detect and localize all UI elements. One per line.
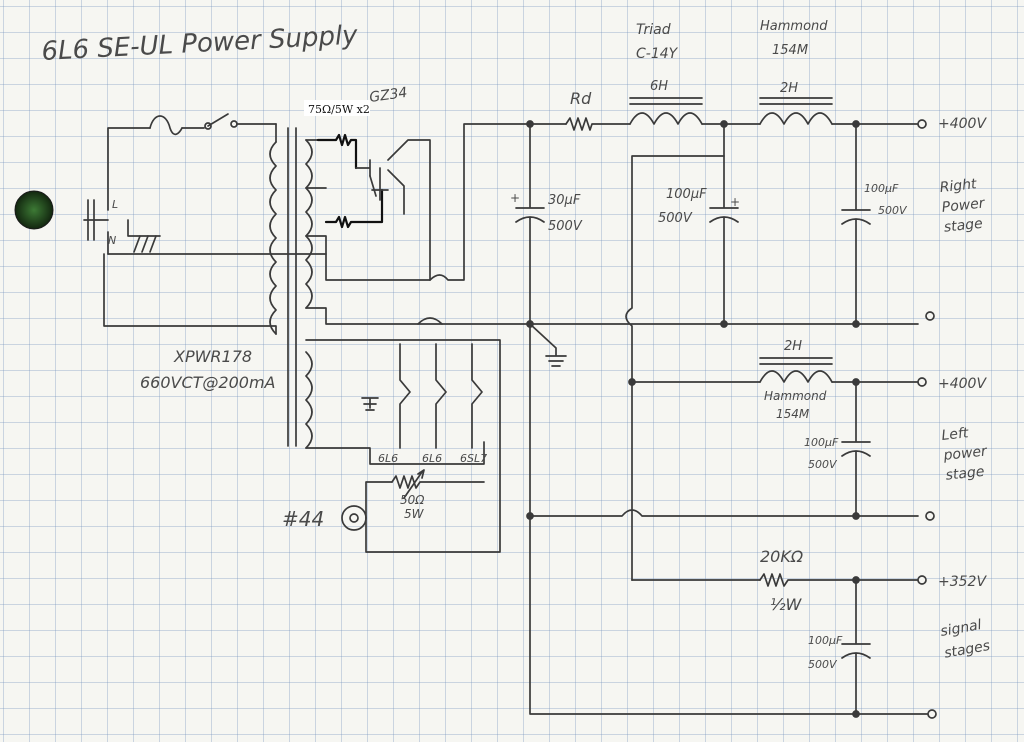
output-left-line: Left	[941, 425, 970, 444]
cap-c2-line: 500V	[658, 211, 693, 226]
pilot-lamp-44	[341, 505, 367, 531]
punch-hole	[14, 190, 54, 230]
output-right-label: Right Power stage	[939, 175, 992, 236]
cap-c4-label: 100µF 500V	[804, 436, 842, 471]
cap-c3-line: 100µF	[864, 182, 899, 195]
output-signal-label: signal stages	[939, 616, 991, 661]
cap-c5-line: 100µF	[808, 634, 843, 647]
left-ground-wire	[529, 323, 919, 517]
cap-c1-line: 500V	[548, 219, 583, 234]
transformer-rating: 660VCT@200mA	[140, 373, 276, 392]
rectifier-output-wire	[429, 123, 531, 281]
output-signal-voltage: +352V	[938, 574, 987, 590]
rd-label: Rd	[570, 89, 592, 108]
output-left-voltage: +400V	[938, 376, 987, 392]
output-right-line: stage	[943, 216, 983, 236]
output-left-line: stage	[945, 464, 985, 484]
choke-6h	[629, 97, 761, 125]
choke2-value: 2H	[780, 81, 798, 96]
resistor-20k-value: 20KΩ	[760, 547, 804, 566]
heater-wires	[399, 343, 483, 449]
cap-c3-line: 500V	[878, 204, 908, 217]
transformer-core	[287, 127, 297, 447]
signal-ground-wire	[529, 515, 929, 715]
lamp-label: #44	[282, 507, 324, 531]
choke1-model: C-14Y	[636, 46, 679, 62]
capacitor-c1	[515, 123, 545, 325]
choke3-maker: Hammond	[764, 389, 827, 403]
cap-c1-label: 30µF 500V	[548, 193, 584, 234]
plug-line-label: L	[112, 198, 118, 211]
capacitor-c5	[841, 579, 871, 715]
resistor-20k-watt: ½W	[770, 595, 803, 614]
choke3-value: 2H	[784, 339, 802, 354]
pot-label-line: 5W	[404, 507, 425, 521]
rectifier-tube-gz34	[355, 139, 431, 281]
output-right-voltage: +400V	[938, 116, 987, 132]
cap-c5-label: 100µF 500V	[808, 634, 846, 671]
page-title: 6L6 SE-UL Power Supply	[41, 20, 359, 67]
resistor-75-ohm-label: 75Ω/5W x2	[308, 103, 370, 116]
capacitor-c2	[709, 123, 739, 325]
capacitor-c3	[841, 123, 871, 325]
power-switch	[204, 113, 277, 130]
potentiometer-50-ohm	[391, 469, 485, 499]
choke-2h-left	[759, 357, 919, 383]
cap-c1-line: 30µF	[548, 193, 581, 208]
choke1-maker: Triad	[636, 22, 671, 38]
filament-tap-3: 6SL7	[460, 452, 487, 465]
resistor-75-ohm-lower	[324, 188, 384, 229]
rectifier-tube-label: GZ34	[368, 85, 408, 106]
choke-2h-right	[759, 97, 919, 125]
resistor-rd	[565, 117, 631, 131]
output-right-line: Power	[941, 195, 987, 216]
resistor-75-ohm-upper	[316, 133, 358, 170]
tap-wire	[625, 155, 725, 581]
cap-c2-line: 100µF	[666, 187, 707, 202]
transformer-hv-secondary	[305, 139, 531, 325]
fuse-symbol	[149, 115, 183, 136]
output-signal-line: stages	[943, 638, 991, 662]
output-left-label: Left power stage	[940, 423, 994, 484]
filament-tap-1: 6L6	[378, 452, 398, 465]
capacitor-c4	[841, 381, 871, 517]
svg-text:+: +	[730, 195, 740, 209]
transformer-heater-secondary	[305, 339, 501, 553]
resistor-20k	[759, 573, 919, 587]
wire-hop-lower	[417, 317, 443, 325]
cap-c4-line: 100µF	[804, 436, 839, 449]
output-signal-line: signal	[939, 617, 983, 640]
cap-c2-label: 100µF 500V	[658, 187, 711, 226]
output-left-line: power	[942, 443, 989, 464]
choke3-model: 154M	[776, 407, 810, 421]
plug-neutral-label: N	[108, 234, 116, 247]
choke2-maker: Hammond	[760, 19, 828, 34]
mains-plug	[83, 127, 327, 255]
cap-c3-label: 100µF 500V	[864, 182, 908, 217]
resistor-label-box	[304, 100, 370, 116]
svg-text:+: +	[510, 191, 520, 205]
filament-tap-2: 6L6	[422, 452, 442, 465]
choke2-model: 154M	[772, 43, 808, 58]
pot-label-line: 50Ω	[400, 493, 425, 507]
output-right-line: Right	[939, 176, 978, 196]
cap-c5-line: 500V	[808, 658, 838, 671]
choke1-value: 6H	[650, 79, 668, 94]
pot-label: 50Ω 5W	[400, 493, 428, 521]
cap-c4-line: 500V	[808, 458, 838, 471]
transformer-model: XPWR178	[173, 347, 252, 366]
transformer-primary	[103, 123, 277, 335]
